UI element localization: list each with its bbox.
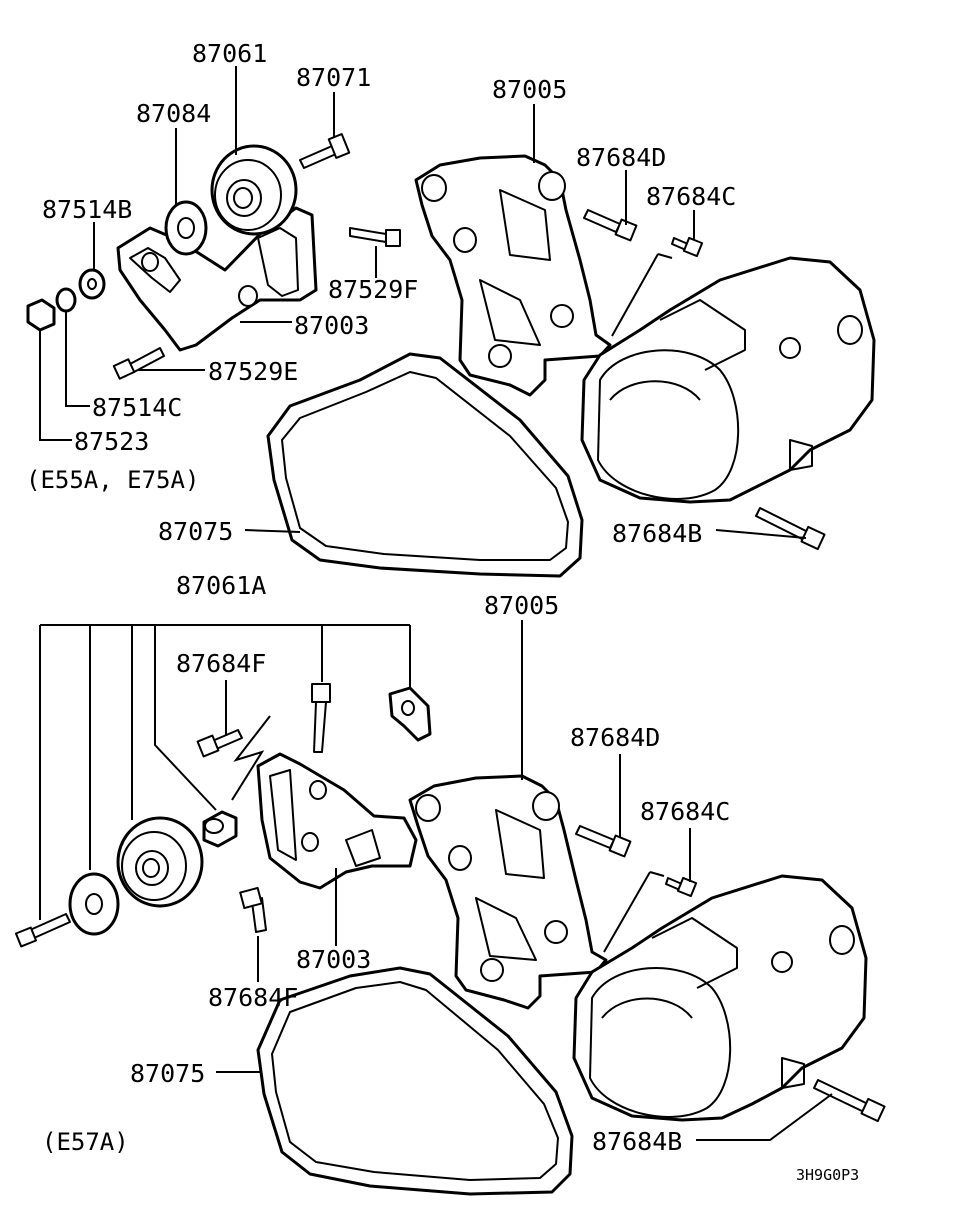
leader-lines-bottom xyxy=(216,620,833,1141)
label-87684b-top: 87684B xyxy=(612,519,702,548)
label-87005-bottom: 87005 xyxy=(484,591,559,620)
top-assembly: 87061 87071 87084 87005 87684D 87684C 87… xyxy=(26,39,876,578)
tensioner-bracket-87003-bottom xyxy=(256,752,418,890)
clip-bottom xyxy=(388,686,432,742)
label-87684f-bottom: 87684F xyxy=(208,983,298,1012)
break-line-bottom xyxy=(231,715,271,801)
label-87061: 87061 xyxy=(192,39,267,68)
tensioner-bracket-87003 xyxy=(116,206,318,352)
label-87523: 87523 xyxy=(74,427,149,456)
label-87084: 87084 xyxy=(136,99,211,128)
belt-87075-bottom xyxy=(256,966,574,1196)
bolt-87684f-top xyxy=(196,729,243,758)
leader-tree-87061a xyxy=(39,624,411,920)
label-87514c: 87514C xyxy=(92,393,182,422)
bracket-87005-bottom xyxy=(408,774,608,1010)
spacer-bottom xyxy=(68,872,120,936)
pulley-bottom xyxy=(116,816,204,908)
compressor-top xyxy=(580,256,876,504)
label-87684d-bottom: 87684D xyxy=(570,723,660,752)
bottom-assembly: 87061A 87005 87684F 87684D 87684C 87003 … xyxy=(14,571,886,1196)
belt-87075-top xyxy=(266,352,584,578)
bolt-87684c-top xyxy=(671,236,704,258)
label-87684b-bottom: 87684B xyxy=(592,1127,682,1156)
drawing-code: 3H9G0P3 xyxy=(796,1166,859,1184)
bolt-87529e xyxy=(112,347,165,380)
bolt-87684d-top xyxy=(583,209,638,242)
bolt-left-long xyxy=(14,913,71,948)
label-87529f: 87529F xyxy=(328,275,418,304)
bolt-87684b-top xyxy=(755,507,826,551)
compressor-bottom xyxy=(572,874,868,1122)
label-87514b: 87514B xyxy=(42,195,132,224)
label-87003-bottom: 87003 xyxy=(296,945,371,974)
caption-e55a-e75a: (E55A, E75A) xyxy=(26,466,199,494)
label-87684f-top: 87684F xyxy=(176,649,266,678)
bracket-87005-top xyxy=(414,154,612,397)
label-87684d-top: 87684D xyxy=(576,143,666,172)
label-87071: 87071 xyxy=(296,63,371,92)
bolt-vertical-long xyxy=(311,683,331,753)
label-87005-top: 87005 xyxy=(492,75,567,104)
nut-87523 xyxy=(26,298,56,332)
bolt-87684d-bottom xyxy=(575,825,632,858)
label-87075-top: 87075 xyxy=(158,517,233,546)
label-87684c-top: 87684C xyxy=(646,182,736,211)
spacer-87084 xyxy=(164,200,208,256)
washer-87514b xyxy=(78,268,106,300)
label-87061a: 87061A xyxy=(176,571,266,600)
bolt-87684b-bottom xyxy=(813,1079,886,1123)
pulley-87061 xyxy=(210,144,298,236)
lock-washer-87514c xyxy=(55,287,77,313)
leader-lines-top xyxy=(39,66,807,539)
label-87529e: 87529E xyxy=(208,357,298,386)
sleeve-bottom xyxy=(202,810,238,848)
label-87075-bottom: 87075 xyxy=(130,1059,205,1088)
caption-e57a: (E57A) xyxy=(42,1128,129,1156)
label-87684c-bottom: 87684C xyxy=(640,797,730,826)
bolt-87684f-bottom xyxy=(239,886,267,933)
bolt-87529f xyxy=(349,227,401,247)
bolt-87684c-bottom xyxy=(665,876,698,898)
bolt-87071 xyxy=(299,133,351,169)
label-87003-top: 87003 xyxy=(294,311,369,340)
